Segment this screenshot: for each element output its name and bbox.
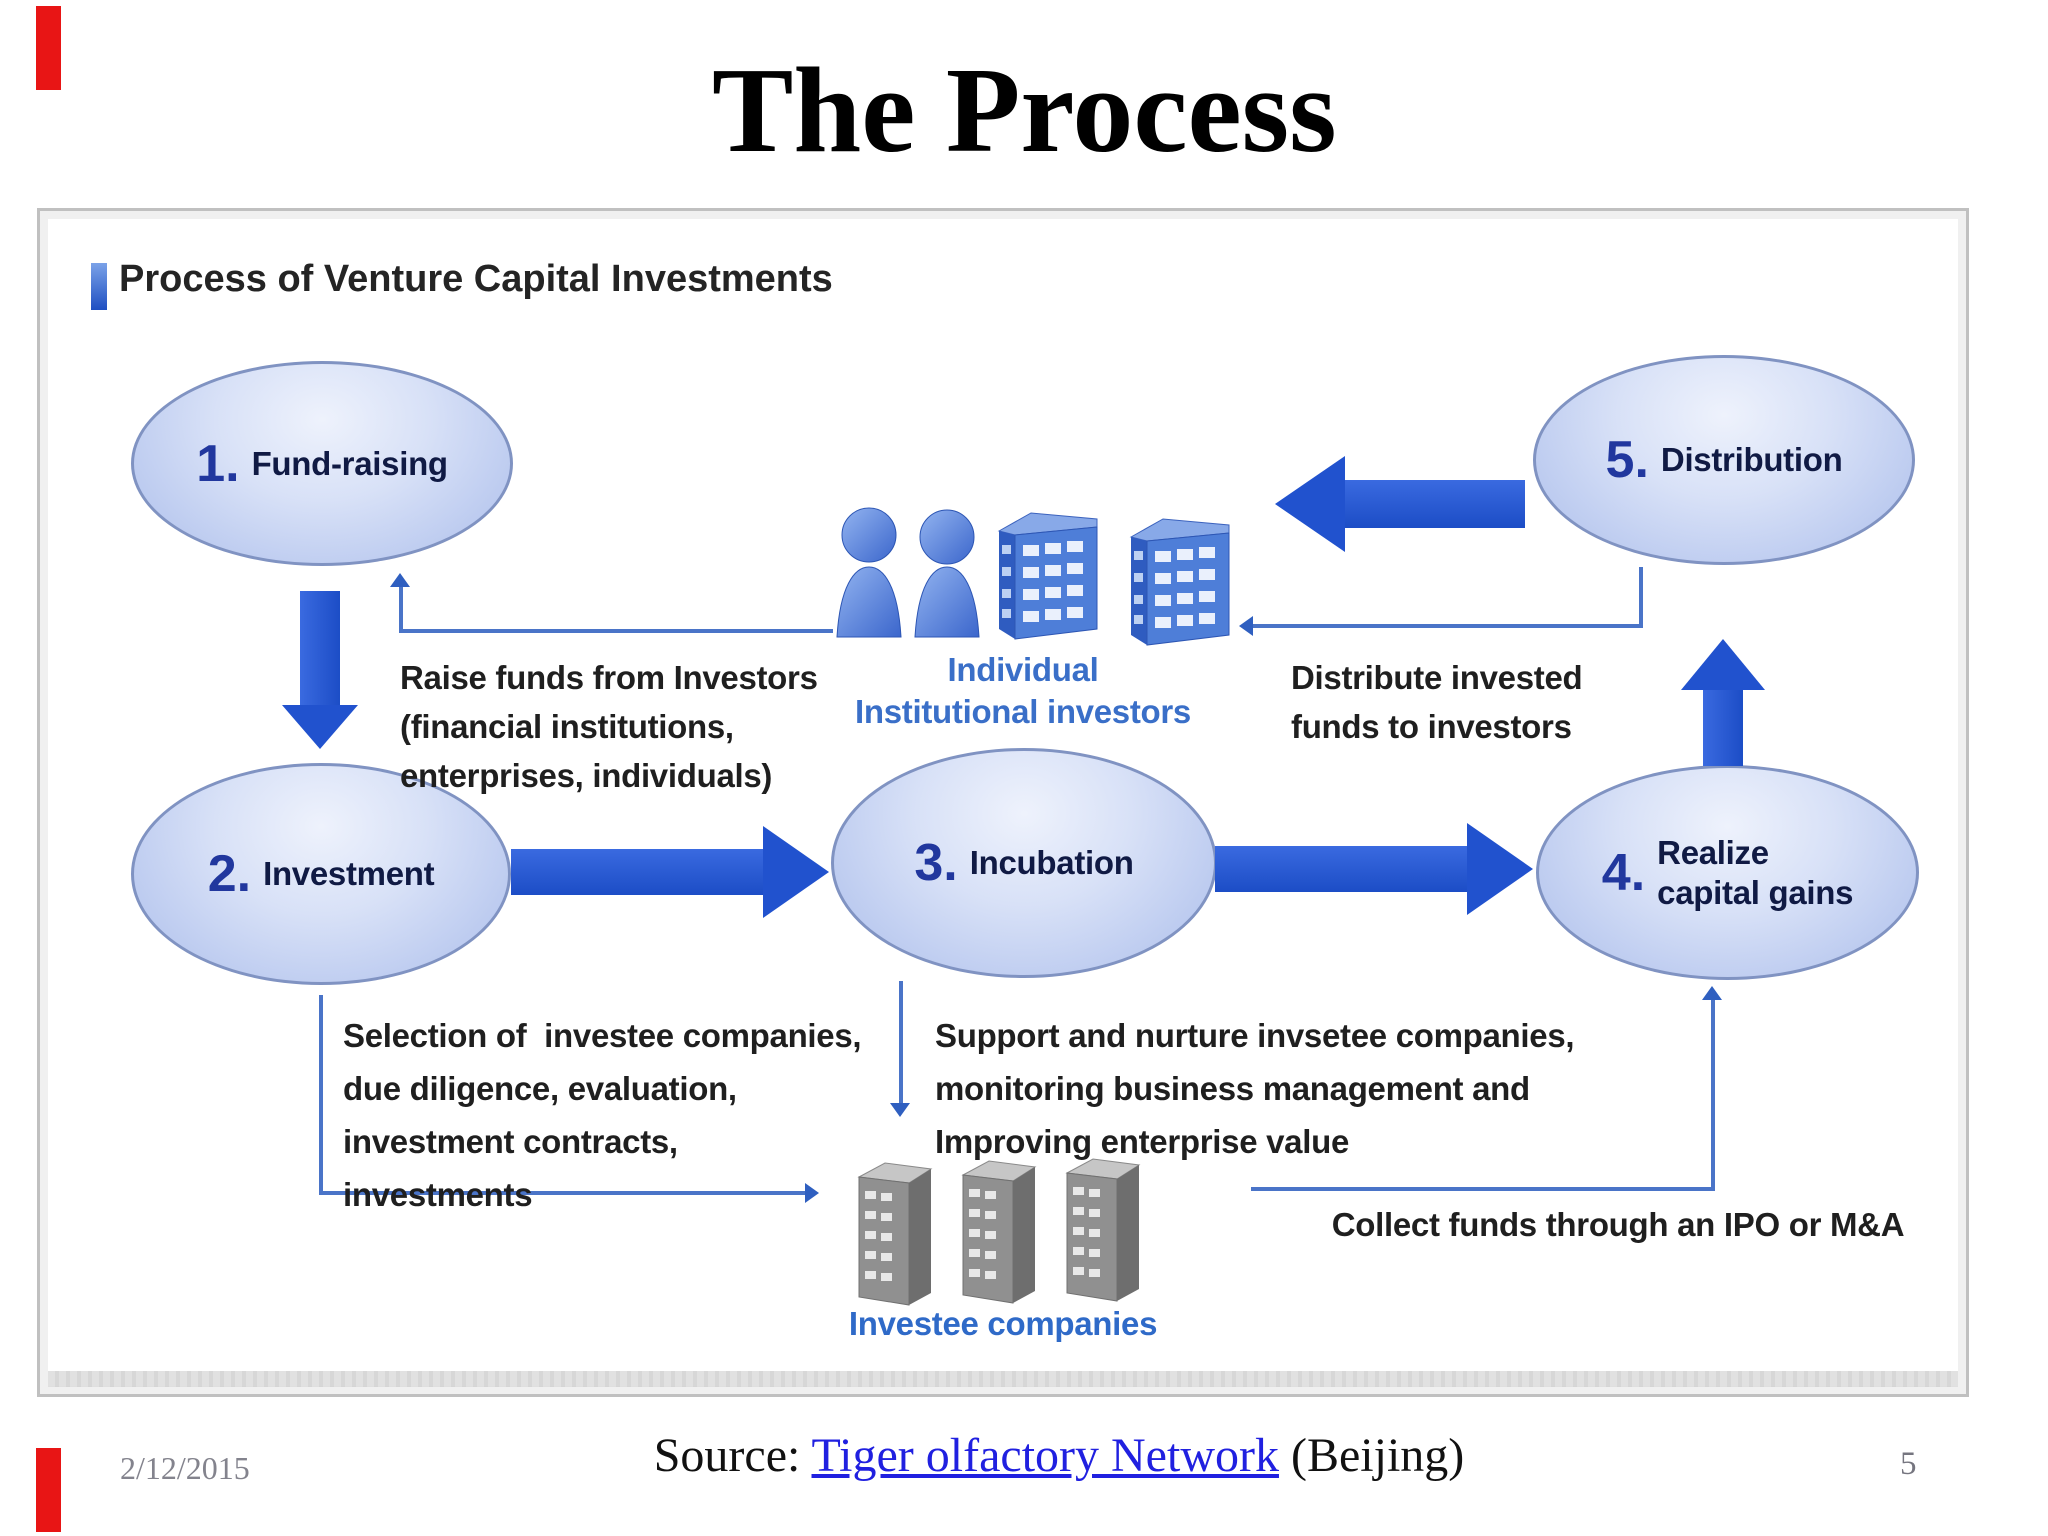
arrow-left-from-distribution <box>1345 480 1525 528</box>
step-label: Realize capital gains <box>1657 833 1853 912</box>
office-building-blue-icon <box>998 512 1230 646</box>
step-label: Fund-raising <box>251 444 449 482</box>
connector-investees-to-realize <box>1251 1187 1715 1191</box>
red-accent-bar-top <box>36 6 61 90</box>
annotation-line: investments <box>343 1176 533 1213</box>
connector-investees-to-realize <box>1711 999 1715 1189</box>
step-label: Distribution <box>1660 441 1843 479</box>
step-number: 1. <box>196 434 240 493</box>
arrow-down-fund-raising-to-investment <box>300 591 340 705</box>
step-label-line: capital gains <box>1657 873 1854 911</box>
annotation-collect-funds: Collect funds through an IPO or M&A <box>1331 1206 1905 1243</box>
annotation-line: Support and nurture invsetee companies, <box>935 1017 1575 1054</box>
investee-companies-icons <box>851 1151 1151 1316</box>
office-building-gray-icon <box>858 1158 1140 1306</box>
label-line: Individual <box>947 651 1099 688</box>
annotation-line: Raise funds from Investors <box>400 659 818 696</box>
page-number: 5 <box>1900 1446 1917 1482</box>
annotation-line: Improving enterprise value <box>935 1123 1349 1160</box>
step-number: 4. <box>1601 843 1646 902</box>
arrow-right-head-icon <box>763 826 829 918</box>
arrow-up-realize-to-distribution <box>1703 690 1743 766</box>
arrow-right-head-icon <box>1467 823 1533 915</box>
connector-distribution-to-investors <box>1639 567 1643 628</box>
step-ellipse-fund-raising: 1. Fund-raising <box>131 361 513 566</box>
step-number: 2. <box>207 845 252 903</box>
connector-investors-to-fund-raising <box>399 629 833 633</box>
arrow-right-investment-to-incubation <box>511 849 763 895</box>
connector-investors-to-fund-raising <box>399 583 403 633</box>
step-ellipse-distribution: 5. Distribution <box>1533 355 1915 565</box>
connector-arrowhead-up-icon <box>1702 986 1722 1000</box>
arrow-up-head-icon <box>1681 639 1765 690</box>
annotation-line: enterprises, individuals) <box>400 757 773 794</box>
step-label: Investment <box>263 855 435 893</box>
page-title: The Process <box>712 43 1337 178</box>
annotation-line: investment contracts, <box>343 1123 678 1160</box>
arrow-left-head-icon <box>1275 456 1345 552</box>
step-ellipse-realize-capital-gains: 4. Realize capital gains <box>1536 765 1919 980</box>
annotation-distribute-funds: Distribute invested funds to investors <box>1291 653 1583 751</box>
step-number: 3. <box>914 834 958 892</box>
diagram-header: Process of Venture Capital Investments <box>119 258 833 300</box>
source-prefix: Source: <box>653 1429 812 1482</box>
step-label-line: Realize <box>1657 833 1769 871</box>
connector-arrowhead-left-icon <box>1239 616 1253 636</box>
connector-investment-to-investees <box>319 995 323 1195</box>
step-ellipse-investment: 2. Investment <box>131 763 511 985</box>
label-line: Institutional investors <box>855 693 1191 730</box>
source-suffix: (Beijing) <box>1278 1429 1465 1482</box>
annotation-raise-funds: Raise funds from Investors (financial in… <box>400 653 818 800</box>
label-individual-institutional-investors: Individual Institutional investors <box>803 649 1243 733</box>
connector-arrowhead-right-icon <box>805 1183 819 1203</box>
label-investee-companies: Investee companies <box>848 1305 1158 1342</box>
panel-bottom-edge <box>48 1371 1958 1387</box>
red-accent-bar-bottom <box>36 1448 61 1532</box>
annotation-support: Support and nurture invsetee companies, … <box>935 1009 1575 1168</box>
header-bullet-icon <box>91 263 107 310</box>
person-icon <box>836 507 980 638</box>
arrow-right-incubation-to-realize <box>1215 846 1467 892</box>
connector-arrowhead-down-icon <box>890 1103 910 1117</box>
diagram-panel: Process of Venture Capital Investments 1… <box>37 208 1969 1397</box>
source-link[interactable]: Tiger olfactory Network <box>811 1429 1279 1482</box>
arrow-down-head-icon <box>282 705 358 749</box>
annotation-line: (financial institutions, <box>400 708 734 745</box>
annotation-line: Distribute invested <box>1291 659 1583 696</box>
step-number: 5. <box>1605 431 1649 489</box>
annotation-line: funds to investors <box>1291 708 1572 745</box>
connector-incubation-to-investees <box>899 981 903 1103</box>
step-label: Incubation <box>969 844 1134 882</box>
connector-arrowhead-up-icon <box>390 573 410 587</box>
step-ellipse-incubation: 3. Incubation <box>831 748 1217 978</box>
annotation-line: Selection of investee companies, <box>343 1017 862 1054</box>
slide-date: 2/12/2015 <box>120 1450 250 1486</box>
annotation-line: due diligence, evaluation, <box>343 1070 737 1107</box>
annotation-selection: Selection of investee companies, due dil… <box>343 1009 862 1221</box>
individual-investors-icons <box>831 507 987 644</box>
source-line: Source: Tiger olfactory Network (Beijing… <box>524 1428 1594 1483</box>
connector-distribution-to-investors <box>1253 624 1643 628</box>
institutional-investors-icons <box>985 499 1237 662</box>
annotation-line: monitoring business management and <box>935 1070 1530 1107</box>
connector-investment-to-investees <box>319 1191 805 1195</box>
